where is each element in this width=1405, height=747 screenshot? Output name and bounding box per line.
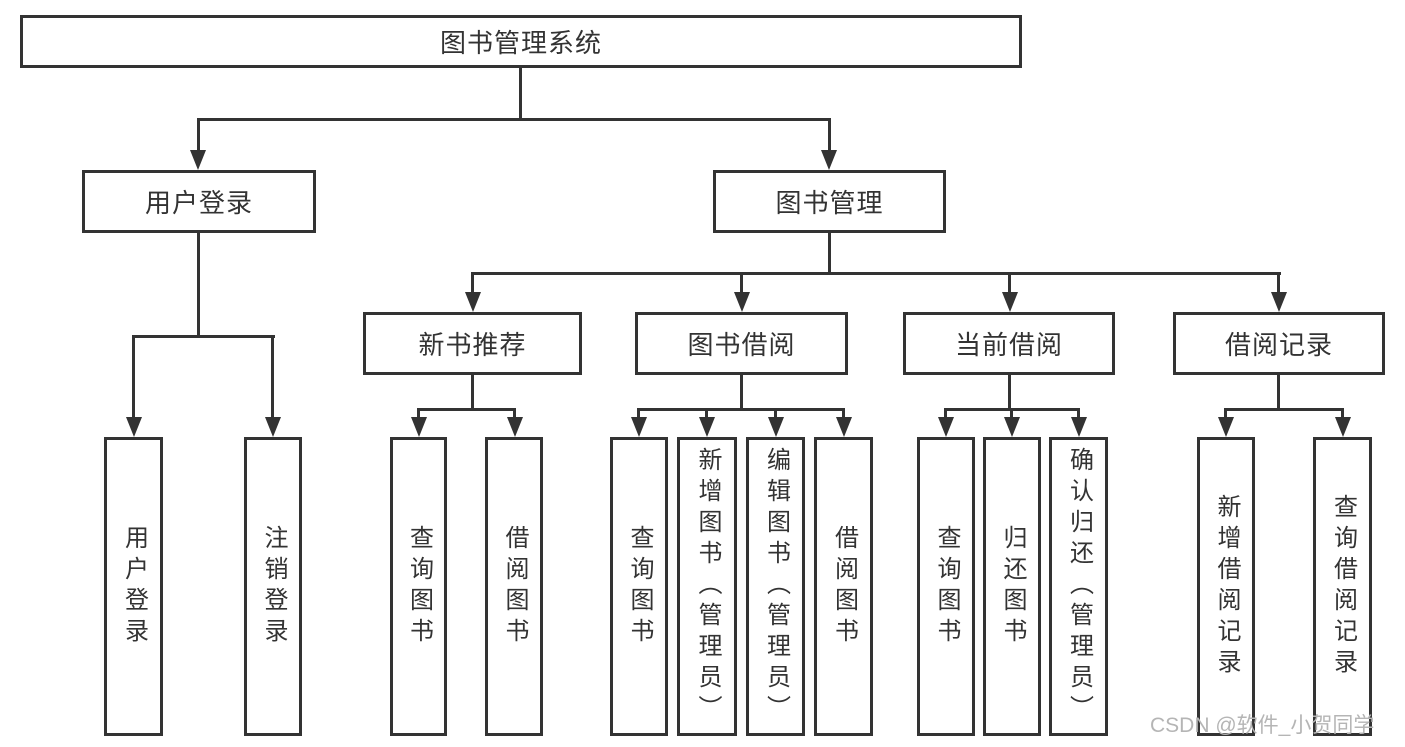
node-book-borrowing: 图书借阅 [635, 312, 848, 375]
node-new-book-recommend: 新书推荐 [363, 312, 582, 375]
node-label: 编辑图书（管理员） [762, 447, 790, 726]
node-label: 用户登录 [144, 188, 253, 218]
connector-line [637, 408, 845, 411]
node-leaf-query-books-borrow: 查询图书 [610, 437, 668, 736]
node-label: 借阅图书 [830, 524, 858, 649]
node-label: 借阅图书 [501, 524, 528, 649]
arrowhead-down-icon [465, 292, 481, 312]
connector-line [1008, 272, 1011, 294]
connector-line [944, 408, 947, 419]
node-label: 查询图书 [933, 524, 960, 649]
connector-line [132, 335, 135, 419]
node-leaf-query-borrow-record: 查询借阅记录 [1313, 437, 1372, 736]
connector-line [637, 408, 640, 419]
arrowhead-down-icon [1271, 292, 1287, 312]
connector-line [828, 118, 831, 152]
node-leaf-query-books-current: 查询图书 [917, 437, 975, 736]
node-leaf-borrow-books-recommend: 借阅图书 [485, 437, 543, 736]
connector-line [417, 408, 516, 411]
arrowhead-down-icon [836, 417, 852, 437]
node-label: 图书管理 [775, 188, 884, 218]
node-label: 新书推荐 [418, 330, 527, 360]
node-root: 图书管理系统 [20, 15, 1022, 68]
node-root-label: 图书管理系统 [439, 28, 602, 58]
node-label: 注销登录 [260, 524, 287, 649]
arrowhead-down-icon [1004, 417, 1020, 437]
node-label: 当前借阅 [954, 330, 1063, 360]
connector-line [1341, 408, 1344, 419]
node-leaf-borrow-books: 借阅图书 [814, 437, 873, 736]
node-leaf-add-books-admin: 新增图书（管理员） [677, 437, 737, 736]
connector-line [471, 375, 474, 411]
connector-line [519, 68, 522, 121]
arrowhead-down-icon [821, 150, 837, 170]
node-user-login: 用户登录 [82, 170, 316, 233]
node-label: 用户登录 [120, 524, 148, 649]
node-leaf-logout: 注销登录 [244, 437, 302, 736]
arrowhead-down-icon [1218, 417, 1234, 437]
arrowhead-down-icon [1002, 292, 1018, 312]
connector-line [1008, 375, 1011, 411]
arrowhead-down-icon [265, 417, 281, 437]
arrowhead-down-icon [734, 292, 750, 312]
node-leaf-add-borrow-record: 新增借阅记录 [1197, 437, 1255, 736]
node-leaf-edit-books-admin: 编辑图书（管理员） [746, 437, 805, 736]
connector-line [1224, 408, 1227, 419]
node-leaf-return-books: 归还图书 [983, 437, 1041, 736]
connector-line [1077, 408, 1080, 419]
connector-line [513, 408, 516, 419]
node-book-management: 图书管理 [713, 170, 946, 233]
node-label: 新增图书（管理员） [694, 447, 721, 726]
connector-line [1224, 408, 1344, 411]
node-label: 归还图书 [999, 524, 1026, 649]
connector-line [1277, 272, 1280, 294]
connector-line [471, 272, 474, 294]
connector-line [774, 408, 777, 419]
node-label: 查询图书 [626, 524, 653, 649]
connector-line [740, 272, 743, 294]
arrowhead-down-icon [126, 417, 142, 437]
arrowhead-down-icon [631, 417, 647, 437]
node-label: 查询图书 [405, 524, 433, 649]
connector-line [705, 408, 708, 419]
arrowhead-down-icon [190, 150, 206, 170]
arrowhead-down-icon [938, 417, 954, 437]
connector-line [842, 408, 845, 419]
connector-line [471, 272, 1281, 275]
connector-line [1010, 408, 1013, 419]
node-label: 图书借阅 [687, 330, 796, 360]
connector-line [197, 233, 200, 338]
arrowhead-down-icon [507, 417, 523, 437]
connector-line [132, 335, 275, 338]
csdn-watermark: CSDN @软件_小贺同学 [1150, 714, 1375, 737]
arrowhead-down-icon [699, 417, 715, 437]
connector-line [740, 375, 743, 411]
arrowhead-down-icon [1071, 417, 1087, 437]
node-leaf-confirm-return-admin: 确认归还（管理员） [1049, 437, 1108, 736]
node-borrowing-records: 借阅记录 [1173, 312, 1385, 375]
connector-line [828, 233, 831, 275]
arrowhead-down-icon [768, 417, 784, 437]
connector-line [197, 118, 831, 121]
node-label: 新增借阅记录 [1213, 493, 1240, 680]
arrowhead-down-icon [1335, 417, 1351, 437]
connector-line [271, 335, 274, 419]
node-leaf-user-login: 用户登录 [104, 437, 163, 736]
connector-line [1277, 375, 1280, 411]
connector-line [417, 408, 420, 419]
connector-line [197, 118, 200, 152]
node-leaf-query-books-recommend: 查询图书 [390, 437, 447, 736]
arrowhead-down-icon [411, 417, 427, 437]
node-label: 借阅记录 [1224, 330, 1333, 360]
node-current-borrowing: 当前借阅 [903, 312, 1115, 375]
node-label: 确认归还（管理员） [1065, 447, 1093, 726]
node-label: 查询借阅记录 [1329, 493, 1357, 680]
